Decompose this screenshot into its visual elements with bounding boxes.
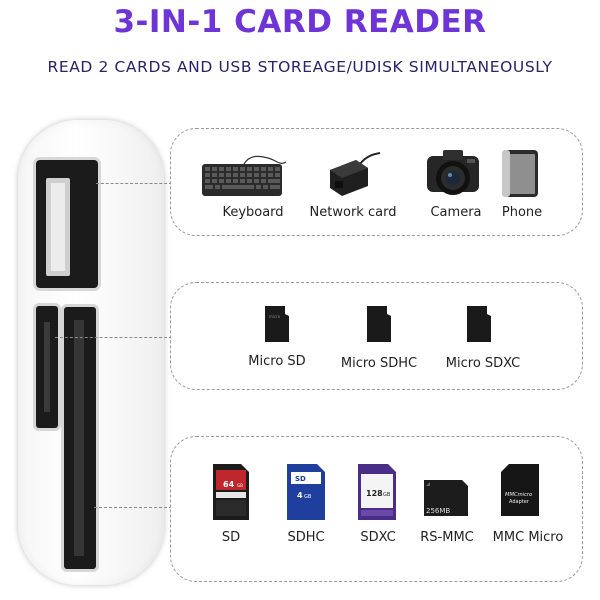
sd-card-label-sdhc: SDHC: [287, 530, 325, 545]
phone-icon: [502, 150, 538, 197]
usb-connector-line: [96, 183, 172, 184]
micro-card-label-micro-sd: Micro SD: [248, 354, 306, 369]
mmc-micro-card-text: MMCmicro: [505, 492, 532, 498]
camera-icon: [427, 150, 479, 195]
sd-card-capacity-text: 64: [223, 480, 235, 489]
micro-sdhc-card-icon: [367, 306, 391, 342]
sdhc-card-icon: SD 4 GB: [287, 464, 325, 520]
micro-sd-slot-opening: [44, 322, 50, 412]
mmc-micro-card-subtext: Adapter: [509, 499, 530, 505]
micro-sd-connector-line: [55, 337, 172, 338]
sd-slot-opening: [74, 320, 84, 556]
sd-card-label-rs-mmc: RS-MMC: [420, 530, 474, 545]
usb-device-label-phone: Phone: [501, 205, 543, 220]
keyboard-icon: [202, 155, 286, 196]
usb-device-label-camera: Camera: [430, 205, 482, 220]
mmc-micro-card-icon: MMCmicro Adapter: [501, 464, 539, 516]
sd-connector-line: [94, 507, 172, 508]
rs-mmc-card-icon: 256MB: [424, 480, 468, 516]
network-card-icon: [330, 152, 381, 196]
page-subtitle: READ 2 CARDS AND USB STOREAGE/UDISK SIMU…: [47, 58, 553, 76]
usb-port-contact: [51, 183, 65, 271]
svg-text:SD: SD: [295, 475, 306, 483]
sdxc-card-icon: 128 GB: [358, 464, 396, 520]
sdhc-card-capacity-text: 4: [297, 491, 303, 500]
micro-card-label-micro-sdhc: Micro SDHC: [340, 356, 418, 371]
sd-card-capacity-unit: GB: [237, 483, 243, 488]
micro-sdxc-card-icon: [467, 306, 491, 342]
page-title: 3-IN-1 CARD READER: [113, 4, 487, 40]
sd-card-label-sd: SD: [221, 530, 241, 545]
sdhc-card-capacity-unit: GB: [304, 494, 312, 500]
sd-card-icon: 64 GB: [213, 464, 249, 520]
rs-mmc-card-text: 256MB: [426, 507, 450, 515]
sdxc-card-capacity-text: 128: [366, 489, 383, 498]
usb-device-label-network-card: Network card: [309, 205, 397, 220]
svg-text:micro: micro: [269, 314, 281, 319]
sd-card-label-sdxc: SDXC: [360, 530, 396, 545]
sdxc-card-capacity-unit: GB: [383, 492, 391, 498]
micro-sd-card-icon: micro: [265, 306, 289, 342]
usb-device-label-keyboard: Keyboard: [222, 205, 284, 220]
sd-card-label-mmc-micro: MMC Micro: [492, 530, 564, 545]
micro-card-label-micro-sdxc: Micro SDXC: [445, 356, 521, 371]
